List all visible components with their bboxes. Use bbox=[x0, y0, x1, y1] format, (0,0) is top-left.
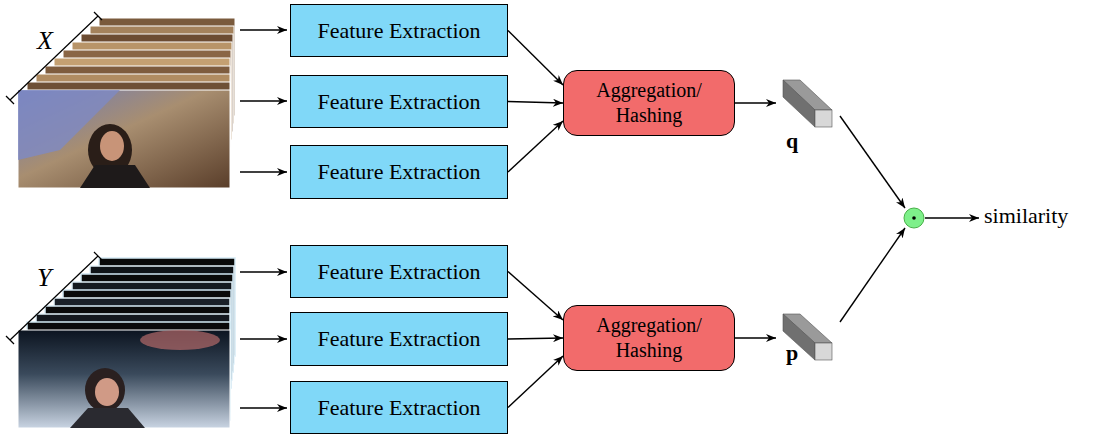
input-arrow bbox=[240, 30, 287, 408]
dot-product-symbol bbox=[904, 208, 924, 228]
box-text: Feature Extraction bbox=[317, 159, 480, 185]
box-text: Aggregation/ Hashing bbox=[564, 78, 734, 128]
aggregation-box: Aggregation/ Hashing bbox=[563, 70, 735, 136]
code-vector bbox=[783, 80, 832, 127]
process-box: Feature Extraction bbox=[290, 245, 508, 298]
box-text: Feature Extraction bbox=[317, 326, 480, 352]
output-arrow bbox=[724, 103, 776, 338]
box-text: Feature Extraction bbox=[317, 259, 480, 285]
box-text: Aggregation/ Hashing bbox=[564, 313, 734, 363]
process-box: Feature Extraction bbox=[290, 75, 508, 128]
bracket bbox=[6, 12, 102, 104]
vector-label: p bbox=[786, 340, 798, 366]
dimension-label: Y bbox=[37, 263, 51, 293]
box-text: Feature Extraction bbox=[317, 89, 480, 115]
flow-arrow bbox=[508, 356, 563, 408]
box-text: Feature Extraction bbox=[317, 18, 480, 44]
video-frames bbox=[18, 258, 235, 428]
vector-label: q bbox=[786, 128, 798, 154]
bracket bbox=[6, 252, 102, 344]
flow-arrow bbox=[508, 31, 563, 86]
process-box: Feature Extraction bbox=[290, 312, 508, 366]
dimension-label: X bbox=[37, 26, 53, 56]
flow-arrow bbox=[508, 102, 563, 104]
flow-arrow bbox=[508, 272, 563, 321]
aggregation-box: Aggregation/ Hashing bbox=[563, 305, 735, 371]
process-box: Feature Extraction bbox=[290, 381, 508, 434]
process-box: Feature Extraction bbox=[290, 4, 508, 57]
output-label: similarity bbox=[984, 203, 1068, 229]
flow-arrow bbox=[508, 338, 563, 339]
flow-arrow bbox=[508, 121, 563, 172]
process-box: Feature Extraction bbox=[290, 145, 508, 199]
video-frames bbox=[18, 18, 235, 188]
combine-arrow bbox=[840, 116, 979, 322]
box-text: Feature Extraction bbox=[317, 395, 480, 421]
